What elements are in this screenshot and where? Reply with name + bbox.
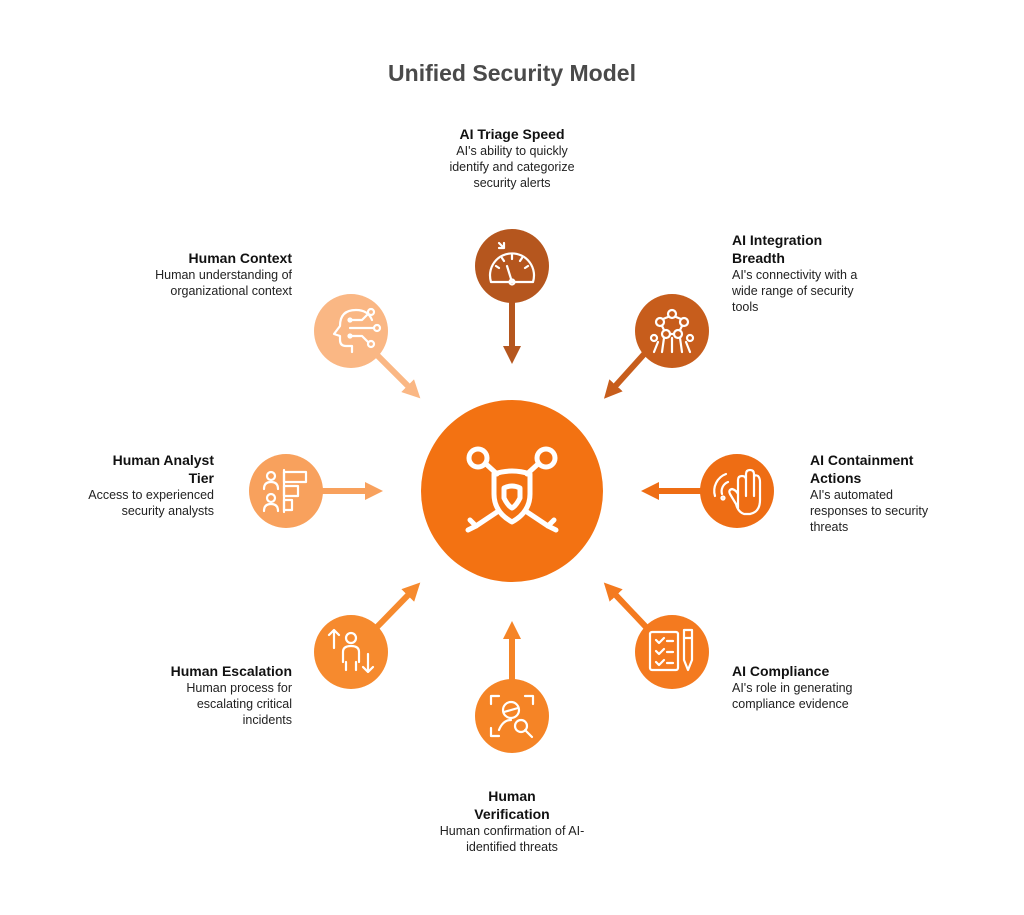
- node-title: Human Analyst Tier: [112, 452, 214, 486]
- node-title: AI Containment Actions: [810, 452, 914, 486]
- head-network-icon: [332, 307, 382, 354]
- label-ai-triage-speed: AI Triage Speed AI's ability to quickly …: [412, 125, 612, 191]
- label-human-verification: Human Verification Human confirmation of…: [437, 787, 587, 855]
- node-description: AI's ability to quickly identify and cat…: [449, 144, 575, 190]
- arrow-human-context: [374, 352, 421, 399]
- label-human-context: Human Context Human understanding of org…: [142, 249, 292, 299]
- label-human-escalation: Human Escalation Human process for escal…: [142, 662, 292, 728]
- node-description: AI's role in generating compliance evide…: [732, 681, 853, 711]
- node-description: Human understanding of organizational co…: [155, 268, 292, 298]
- node-description: Access to experienced security analysts: [88, 488, 214, 518]
- node-title: Human Verification: [474, 788, 550, 822]
- node-title: AI Compliance: [732, 663, 830, 679]
- node-title: AI Triage Speed: [459, 126, 565, 142]
- node-description: AI's connectivity with a wide range of s…: [732, 268, 858, 314]
- node-title: Human Context: [188, 250, 292, 266]
- page-title: Unified Security Model: [388, 60, 636, 86]
- node-human-analyst-tier: [249, 454, 323, 528]
- person-arrows-icon: [327, 628, 375, 674]
- face-scan-icon: [489, 694, 535, 739]
- node-title: Human Escalation: [170, 663, 292, 679]
- node-ai-triage-speed: [475, 229, 549, 303]
- node-human-verification: [475, 679, 549, 753]
- checklist-pen-icon: [648, 628, 694, 672]
- arrow-ai-compliance: [603, 582, 649, 630]
- node-title: AI Integration Breadth: [732, 232, 823, 266]
- shield-hub-icon: [465, 446, 559, 533]
- analyst-tiers-icon: [262, 468, 308, 514]
- node-description: Human process for escalating critical in…: [186, 681, 292, 727]
- label-ai-integration-breadth: AI Integration Breadth AI's connectivity…: [732, 231, 872, 315]
- speedometer-icon: [488, 241, 536, 286]
- node-description: Human confirmation of AI-identified thre…: [439, 824, 585, 854]
- label-human-analyst-tier: Human Analyst Tier Access to experienced…: [74, 451, 214, 519]
- hand-signal-icon: [713, 468, 762, 516]
- molecule-network-icon: [649, 308, 695, 354]
- arrow-ai-integration-breadth: [603, 349, 649, 399]
- node-human-escalation: [314, 615, 388, 689]
- center-hub: [421, 400, 603, 582]
- node-human-context: [314, 294, 388, 368]
- arrow-human-escalation: [374, 582, 421, 630]
- node-ai-integration-breadth: [635, 294, 709, 368]
- label-ai-containment-actions: AI Containment Actions AI's automated re…: [810, 451, 950, 535]
- label-ai-compliance: AI Compliance AI's role in generating co…: [732, 662, 882, 712]
- node-description: AI's automated responses to security thr…: [810, 488, 929, 534]
